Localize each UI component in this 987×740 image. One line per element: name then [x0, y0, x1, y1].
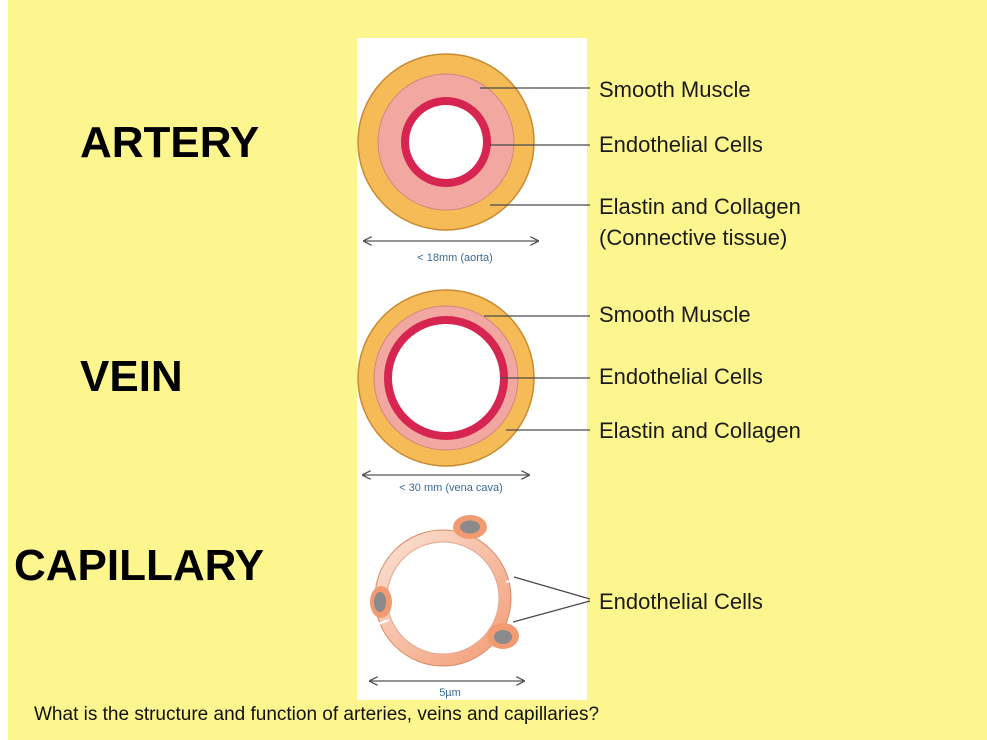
vein-smooth-muscle-label: Smooth Muscle: [599, 299, 751, 330]
leader-line: [514, 577, 590, 599]
slide-caption: What is the structure and function of ar…: [34, 704, 599, 726]
artery-elastin-label: Elastin and Collagen: [599, 191, 801, 222]
artery-cross-section: [358, 54, 534, 230]
vein-size-label: < 30 mm (vena cava): [399, 482, 503, 494]
nucleus: [374, 592, 386, 612]
vein-heading: VEIN: [80, 352, 183, 402]
capillary-heading: CAPILLARY: [14, 541, 264, 591]
artery-endothelial-label: Endothelial Cells: [599, 129, 763, 160]
capillary-size-label: 5µm: [439, 687, 461, 699]
leader-line: [513, 601, 590, 622]
capillary-endothelial-label: Endothelial Cells: [599, 586, 763, 617]
vein-lumen: [392, 324, 500, 432]
vein-endothelial-label: Endothelial Cells: [599, 361, 763, 392]
artery-connective-label: (Connective tissue): [599, 222, 787, 253]
artery-heading: ARTERY: [80, 118, 259, 168]
vein-elastin-label: Elastin and Collagen: [599, 415, 801, 446]
artery-smooth-muscle-label: Smooth Muscle: [599, 74, 751, 105]
nucleus: [460, 521, 480, 534]
artery-size-label: < 18mm (aorta): [417, 252, 493, 264]
nucleus: [494, 630, 512, 644]
artery-lumen: [409, 105, 483, 179]
capillary-cross-section: [370, 515, 521, 666]
capillary-lumen: [387, 542, 499, 654]
